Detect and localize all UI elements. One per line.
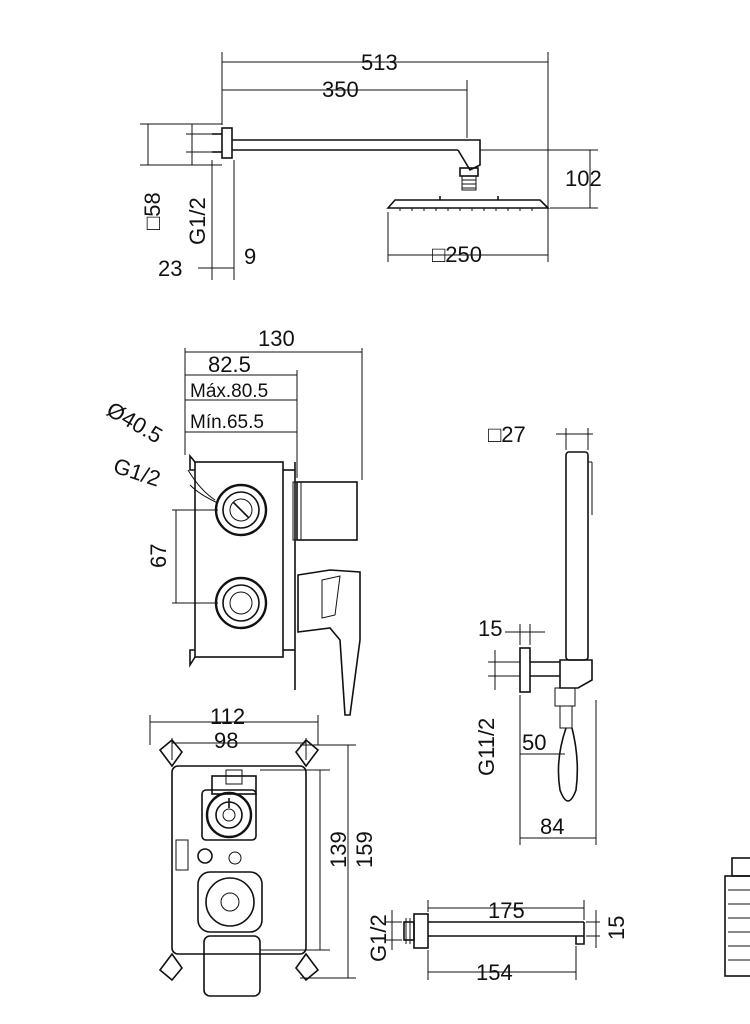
wall-flange-square-label: □58 bbox=[140, 192, 165, 230]
spout-height-label: 15 bbox=[604, 916, 629, 940]
holder-depth-label: 84 bbox=[540, 814, 564, 839]
body-depth-label: 130 bbox=[258, 326, 295, 351]
mixer-box-front-icon bbox=[158, 738, 320, 997]
dimension-lines-mixer bbox=[172, 348, 363, 604]
hand-shower-icon bbox=[519, 451, 593, 802]
shower-arm-length-label: 513 bbox=[361, 50, 398, 75]
port-spacing-label: 67 bbox=[146, 544, 171, 568]
port-diameter-label: Ø40.5 bbox=[103, 397, 167, 449]
body-depth-inner-label: 82.5 bbox=[208, 352, 251, 377]
spout-reach-label: 154 bbox=[476, 960, 513, 985]
holder-offset-label: 15 bbox=[478, 616, 502, 641]
dimension-lines-box bbox=[149, 715, 356, 979]
cartridge-icon bbox=[724, 857, 750, 977]
max-depth-label: Máx.80.5 bbox=[190, 381, 268, 402]
flange-depth-label: 23 bbox=[158, 256, 182, 281]
box-inner-height-label: 139 bbox=[326, 831, 351, 868]
arm-thread-label: G1/2 bbox=[185, 197, 210, 245]
spout-thread-label: G1/2 bbox=[366, 914, 391, 962]
box-outer-width-label: 112 bbox=[210, 704, 245, 729]
dimension-lines-top bbox=[140, 52, 598, 280]
flange-thickness-label: 9 bbox=[244, 244, 256, 269]
holder-projection-label: 50 bbox=[522, 730, 546, 755]
box-inner-width-label: 98 bbox=[214, 728, 238, 753]
shower-head-icon bbox=[212, 127, 550, 211]
dimension-lines-spout bbox=[386, 900, 600, 980]
min-depth-label: Mín.65.5 bbox=[190, 412, 264, 433]
box-outer-height-label: 159 bbox=[352, 831, 377, 868]
shower-arm-projection-label: 350 bbox=[322, 77, 359, 102]
spout-length-label: 175 bbox=[488, 898, 525, 923]
dimension-lines-handset bbox=[488, 428, 597, 845]
handset-width-label: □27 bbox=[488, 422, 526, 447]
mixer-body-icon bbox=[189, 453, 361, 716]
head-height-label: 102 bbox=[565, 166, 602, 191]
port-thread-label: G1/2 bbox=[110, 453, 163, 492]
spout-icon bbox=[403, 913, 585, 949]
hose-thread-label: G11/2 bbox=[474, 718, 499, 776]
head-size-label: □250 bbox=[432, 242, 482, 267]
